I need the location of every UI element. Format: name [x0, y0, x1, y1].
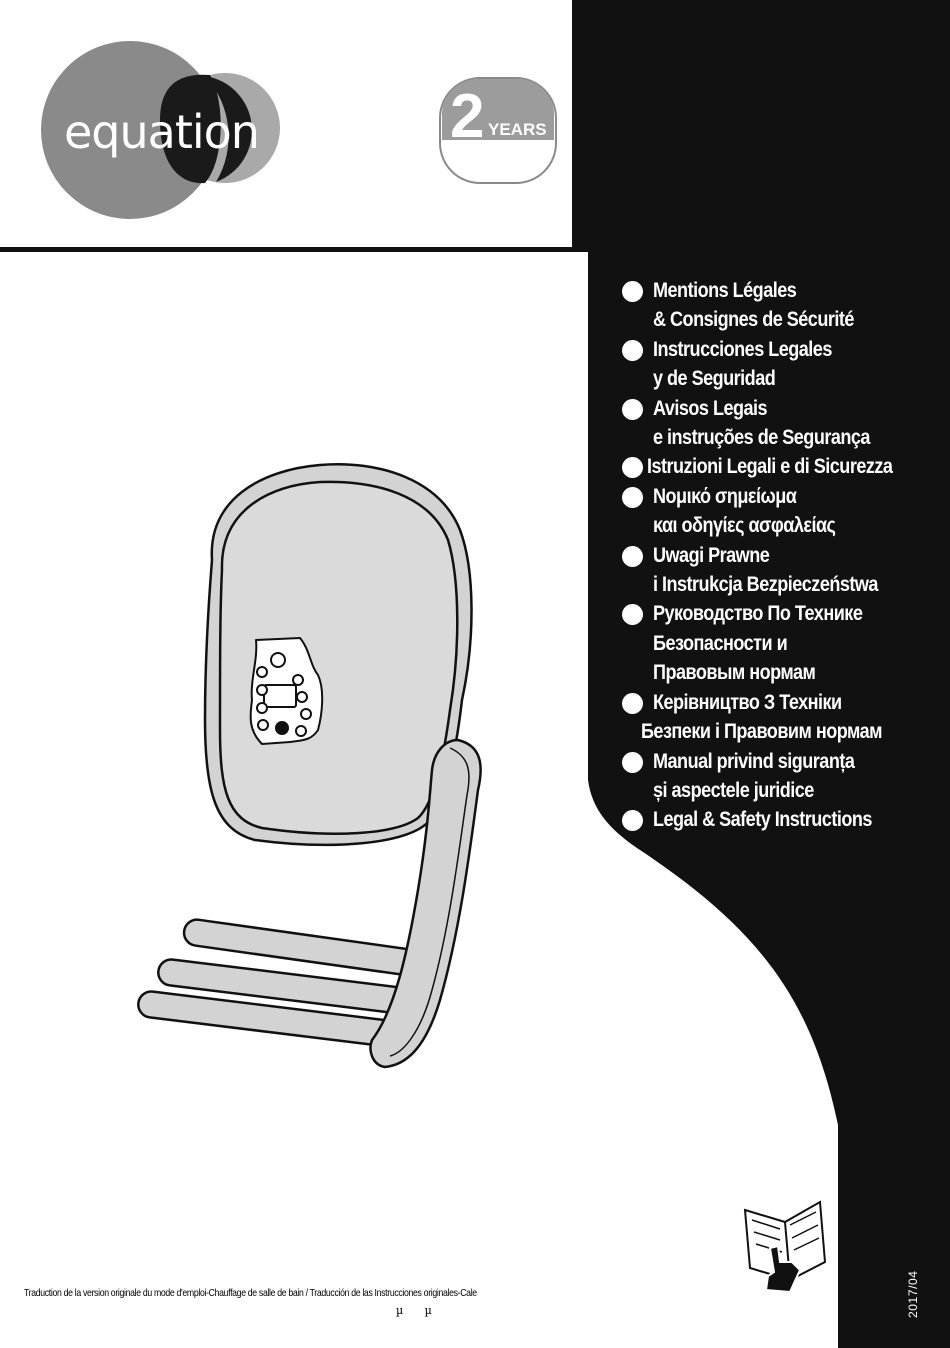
- bullet-icon: [622, 457, 643, 479]
- language-list: Mentions Légales & Consignes de Sécurité…: [622, 276, 942, 835]
- date-code: 2017/04: [906, 1270, 920, 1318]
- language-subtitle: și aspectele juridice: [653, 778, 814, 802]
- language-title: Avisos Legais: [653, 396, 768, 420]
- language-title: Руководство По Технике: [653, 602, 863, 626]
- language-subtitle: i Instrukcja Bezpieczeństwa: [653, 573, 878, 597]
- language-subtitle: & Consignes de Sécurité: [653, 308, 854, 332]
- bullet-icon: [622, 486, 643, 508]
- language-title: Legal & Safety Instructions: [653, 808, 872, 832]
- mu-symbols: µ µ: [396, 1304, 432, 1317]
- bullet-icon: [622, 692, 643, 714]
- warranty-unit: YEARS: [488, 120, 547, 139]
- language-item-en: Legal & Safety Instructions: [622, 805, 942, 834]
- bullet-icon: [622, 281, 643, 302]
- language-item-ru: Руководство По Технике Безопасности и Пр…: [622, 599, 942, 687]
- brand-name: equation: [64, 105, 259, 159]
- control-panel: [249, 637, 324, 745]
- language-title: Νομικό σημείωμα: [653, 484, 797, 508]
- dark-side-panel: [572, 0, 950, 1348]
- bullet-icon: [622, 398, 643, 420]
- language-subtitle: Правовым нормам: [653, 661, 816, 685]
- language-title: Mentions Légales: [653, 279, 797, 302]
- header-rule: [0, 247, 916, 252]
- language-title: Керівництво З Техніки: [653, 690, 842, 714]
- manual-reading-icon: [743, 1200, 827, 1294]
- language-subtitle: Безопасности и: [653, 631, 788, 655]
- heater-illustration: [137, 463, 482, 1069]
- language-subtitle: y de Seguridad: [653, 367, 776, 391]
- language-item-it: Istruzioni Legali e di Sicurezza: [622, 452, 942, 481]
- language-item-el: Νομικό σημείωμα και οδηγίες ασφαλείας: [622, 482, 942, 541]
- bullet-icon: [622, 604, 643, 626]
- bullet-icon: [622, 810, 643, 832]
- language-item-ro: Manual privind siguranța și aspectele ju…: [622, 747, 942, 806]
- language-item-pl: Uwagi Prawne i Instrukcja Bezpieczeństwa: [622, 541, 942, 600]
- language-title: Instrucciones Legales: [653, 337, 832, 361]
- bullet-icon: [622, 751, 643, 773]
- language-title: Istruzioni Legali e di Sicurezza: [647, 455, 893, 479]
- bullet-icon: [622, 545, 643, 567]
- bullet-icon: [622, 339, 643, 361]
- translation-note: Traduction de la version originale du mo…: [24, 1287, 477, 1299]
- language-title: Uwagi Prawne: [653, 543, 770, 567]
- language-item-uk: Керівництво З Техніки Безпеки і Правовим…: [622, 688, 942, 747]
- warranty-number: 2: [450, 82, 484, 151]
- language-title: Manual privind siguranța: [653, 749, 855, 773]
- language-item-fr: Mentions Légales & Consignes de Sécurité: [622, 276, 942, 335]
- language-subtitle: και οδηγίες ασφαλείας: [653, 514, 836, 538]
- language-subtitle: e instruções de Segurança: [653, 426, 870, 450]
- language-item-pt: Avisos Legais e instruções de Segurança: [622, 394, 942, 453]
- warranty-badge: 2 YEARS: [439, 77, 557, 184]
- language-item-es: Instrucciones Legales y de Seguridad: [622, 335, 942, 394]
- equation-logo: equation: [41, 41, 280, 219]
- language-subtitle: Безпеки і Правовим нормам: [640, 720, 883, 744]
